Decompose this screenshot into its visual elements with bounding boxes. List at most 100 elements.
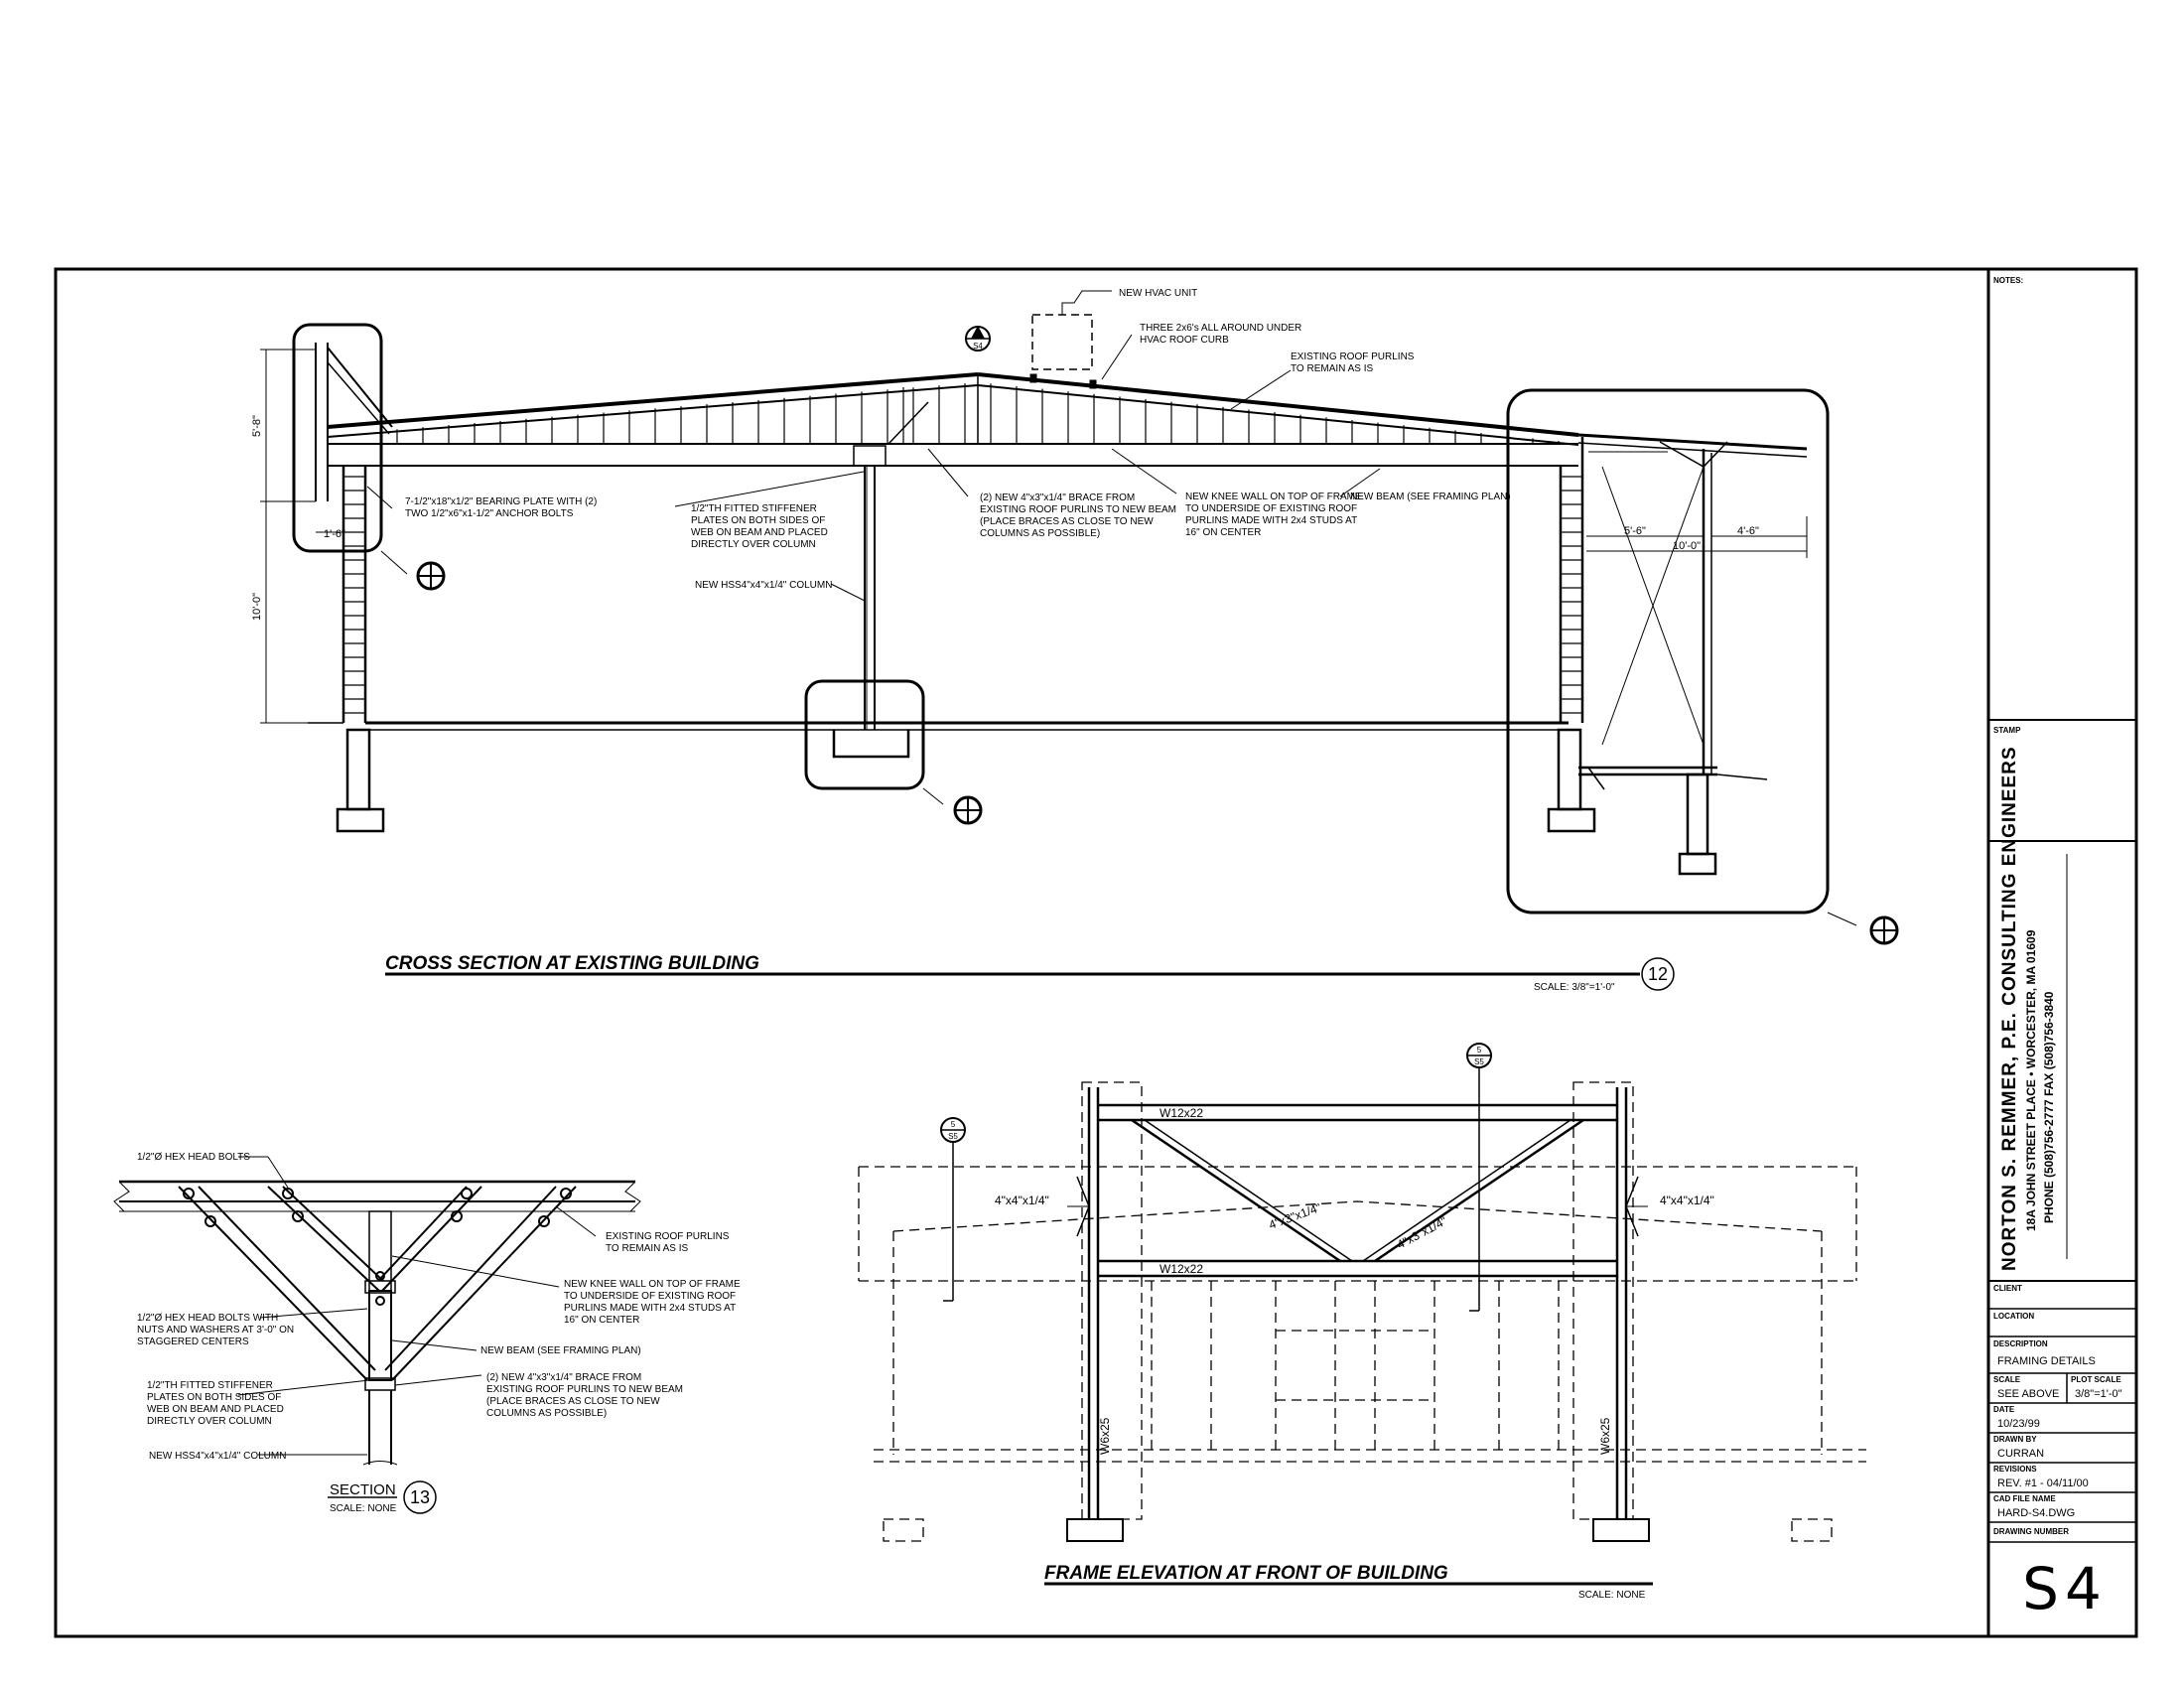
callout-knee-1: NEW KNEE WALL ON TOP OF FRAME — [1185, 492, 1362, 502]
section-marker-2: 5 S5 — [940, 1117, 966, 1143]
s13-callout-purlins-1: EXISTING ROOF PURLINS — [606, 1231, 730, 1242]
tb-notes-label: NOTES: — [1993, 276, 2023, 285]
s13-callout-brace-3: (PLACE BRACES AS CLOSE TO NEW — [486, 1396, 660, 1407]
callout-brace-4: COLUMNS AS POSSIBLE) — [980, 528, 1100, 539]
s13-callout-knee-2: TO UNDERSIDE OF EXISTING ROOF — [564, 1291, 736, 1302]
tb-plot-scale: 3/8"=1'-0" — [2075, 1388, 2122, 1400]
frame-elevation-title: FRAME ELEVATION AT FRONT OF BUILDING — [1044, 1563, 1448, 1584]
section-marker-3: 5 S5 — [1466, 1043, 1492, 1068]
section-marker-2-sheet: S5 — [948, 1132, 958, 1141]
tb-date: 10/23/99 — [1997, 1418, 2040, 1430]
tb-revisions: REV. #1 - 04/11/00 — [1997, 1477, 2089, 1489]
callout-hvac-curb-2: HVAC ROOF CURB — [1140, 335, 1229, 346]
s13-callout-brace-1: (2) NEW 4"x3"x1/4" BRACE FROM — [486, 1372, 641, 1383]
s13-number: 13 — [410, 1487, 430, 1507]
tb-scale: SEE ABOVE — [1997, 1388, 2059, 1400]
s13-callout-stiffener-4: DIRECTLY OVER COLUMN — [147, 1416, 272, 1427]
s13-callout-stiffener-1: 1/2"TH FITTED STIFFENER — [147, 1380, 273, 1391]
tb-cad-file: HARD-S4.DWG — [1997, 1507, 2075, 1519]
tb-scale-label: SCALE — [1993, 1375, 2021, 1384]
member-brace-right: 4"x3"x1/4" — [1395, 1214, 1449, 1252]
s13-callout-knee-1: NEW KNEE WALL ON TOP OF FRAME — [564, 1279, 741, 1290]
title-block — [1988, 719, 2136, 1543]
s13-callout-knee-3: PURLINS MADE WITH 2x4 STUDS AT — [564, 1303, 736, 1314]
tb-drawing-number-label: DRAWING NUMBER — [1993, 1527, 2069, 1536]
dim-wall: 10'-0" — [251, 593, 263, 621]
cross-section-number: 12 — [1648, 964, 1668, 984]
member-left-knee: 4"x4"x1/4" — [995, 1194, 1049, 1207]
callout-stiffener-3: WEB ON BEAM AND PLACED — [691, 527, 828, 538]
member-top-beam: W12x22 — [1160, 1106, 1203, 1120]
callout-brace-2: EXISTING ROOF PURLINS TO NEW BEAM — [980, 504, 1176, 515]
s13-callout-bolts-nuts-1: 1/2"Ø HEX HEAD BOLTS WITH — [137, 1313, 278, 1324]
dim-addition-1: 5'-6" — [1624, 525, 1646, 537]
sheet-border — [54, 267, 2138, 1638]
frame-elevation-drawing — [858, 1062, 1866, 1586]
dim-addition-3: 10'-0" — [1673, 540, 1701, 552]
section-marker-3-num: 5 — [1477, 1046, 1482, 1055]
callout-knee-4: 16" ON CENTER — [1185, 527, 1261, 538]
detail-marker-b — [953, 795, 983, 825]
tb-date-label: DATE — [1993, 1405, 2015, 1414]
tb-firm-name: NORTON S. REMMER, P.E. CONSULTING ENGINE… — [1999, 746, 2020, 1271]
s13-callout-stiffener-3: WEB ON BEAM AND PLACED — [147, 1404, 284, 1415]
s13-callout-bolts-nuts-3: STAGGERED CENTERS — [137, 1336, 249, 1347]
section-marker-1: S4 — [965, 326, 991, 352]
tb-firm-address: 18A JOHN STREET PLACE • WORCESTER, MA 01… — [2024, 929, 2038, 1231]
s13-callout-bolts: 1/2"Ø HEX HEAD BOLTS — [137, 1152, 250, 1163]
s13-callout-new-beam: NEW BEAM (SEE FRAMING PLAN) — [480, 1345, 641, 1356]
section-marker-2-num: 5 — [951, 1120, 956, 1129]
tb-plot-scale-label: PLOT SCALE — [2071, 1375, 2121, 1384]
s13-scale: SCALE: NONE — [330, 1503, 397, 1514]
tb-stamp-label: STAMP — [1993, 726, 2021, 735]
callout-brace-3: (PLACE BRACES AS CLOSE TO NEW — [980, 516, 1154, 527]
detail-marker-c — [1869, 915, 1899, 945]
s13-callout-brace-2: EXISTING ROOF PURLINS TO NEW BEAM — [486, 1384, 683, 1395]
tb-description-label: DESCRIPTION — [1993, 1339, 2048, 1348]
callout-purlins-1: EXISTING ROOF PURLINS — [1291, 352, 1415, 362]
callout-stiffener-2: PLATES ON BOTH SIDES OF — [691, 515, 825, 526]
dim-addition-2: 4'-6" — [1737, 525, 1759, 537]
callout-new-beam: NEW BEAM (SEE FRAMING PLAN) — [1350, 492, 1511, 502]
cross-section-drawing — [260, 290, 1857, 991]
dim-bearing: 1'-6" — [324, 528, 345, 540]
s13-callout-stiffener-2: PLATES ON BOTH SIDES OF — [147, 1392, 281, 1403]
tb-client-label: CLIENT — [1993, 1284, 2022, 1293]
tb-drawn-by: CURRAN — [1997, 1448, 2044, 1460]
callout-stiffener-1: 1/2"TH FITTED STIFFENER — [691, 503, 817, 514]
callout-hvac-unit: NEW HVAC UNIT — [1119, 288, 1197, 299]
frame-elevation-scale: SCALE: NONE — [1578, 1590, 1646, 1601]
member-mid-beam: W12x22 — [1160, 1262, 1203, 1276]
section-marker-1-sheet: S4 — [973, 342, 983, 351]
tb-drawing-number: S4 — [2022, 1555, 2108, 1622]
callout-knee-2: TO UNDERSIDE OF EXISTING ROOF — [1185, 503, 1357, 514]
dim-parapet: 5'-8" — [251, 415, 263, 437]
callout-purlins-2: TO REMAIN AS IS — [1291, 363, 1373, 374]
tb-firm-phone: PHONE (508)756-2777 FAX (508)756-3840 — [2042, 991, 2056, 1223]
s13-title: SECTION — [330, 1481, 396, 1498]
callout-brace-1: (2) NEW 4"x3"x1/4" BRACE FROM — [980, 492, 1135, 503]
cross-section-title: CROSS SECTION AT EXISTING BUILDING — [385, 953, 759, 974]
detail-marker-a — [416, 561, 446, 591]
tb-revisions-label: REVISIONS — [1993, 1465, 2037, 1474]
tb-cad-label: CAD FILE NAME — [1993, 1494, 2056, 1503]
s13-callout-column: NEW HSS4"x4"x1/4" COLUMN — [149, 1451, 286, 1462]
member-right-knee: 4"x4"x1/4" — [1660, 1194, 1714, 1207]
s13-callout-knee-4: 16" ON CENTER — [564, 1315, 639, 1326]
callout-bearing-1: 7-1/2"x18"x1/2" BEARING PLATE WITH (2) — [405, 496, 597, 507]
s13-callout-purlins-2: TO REMAIN AS IS — [606, 1243, 688, 1254]
member-col-left: W6x25 — [1098, 1417, 1112, 1455]
callout-stiffener-4: DIRECTLY OVER COLUMN — [691, 539, 816, 550]
s13-callout-brace-4: COLUMNS AS POSSIBLE) — [486, 1408, 607, 1419]
section-marker-3-sheet: S5 — [1474, 1057, 1484, 1066]
member-col-right: W6x25 — [1598, 1417, 1612, 1455]
tb-location-label: LOCATION — [1993, 1312, 2034, 1321]
callout-knee-3: PURLINS MADE WITH 2x4 STUDS AT — [1185, 515, 1357, 526]
callout-hvac-curb-1: THREE 2x6's ALL AROUND UNDER — [1140, 323, 1301, 334]
callout-bearing-2: TWO 1/2"x6"x1-1/2" ANCHOR BOLTS — [405, 508, 574, 519]
callout-column: NEW HSS4"x4"x1/4" COLUMN — [695, 580, 832, 591]
s13-callout-bolts-nuts-2: NUTS AND WASHERS AT 3'-0" ON — [137, 1325, 294, 1336]
cross-section-scale: SCALE: 3/8"=1'-0" — [1534, 982, 1615, 993]
tb-drawn-by-label: DRAWN BY — [1993, 1435, 2037, 1444]
